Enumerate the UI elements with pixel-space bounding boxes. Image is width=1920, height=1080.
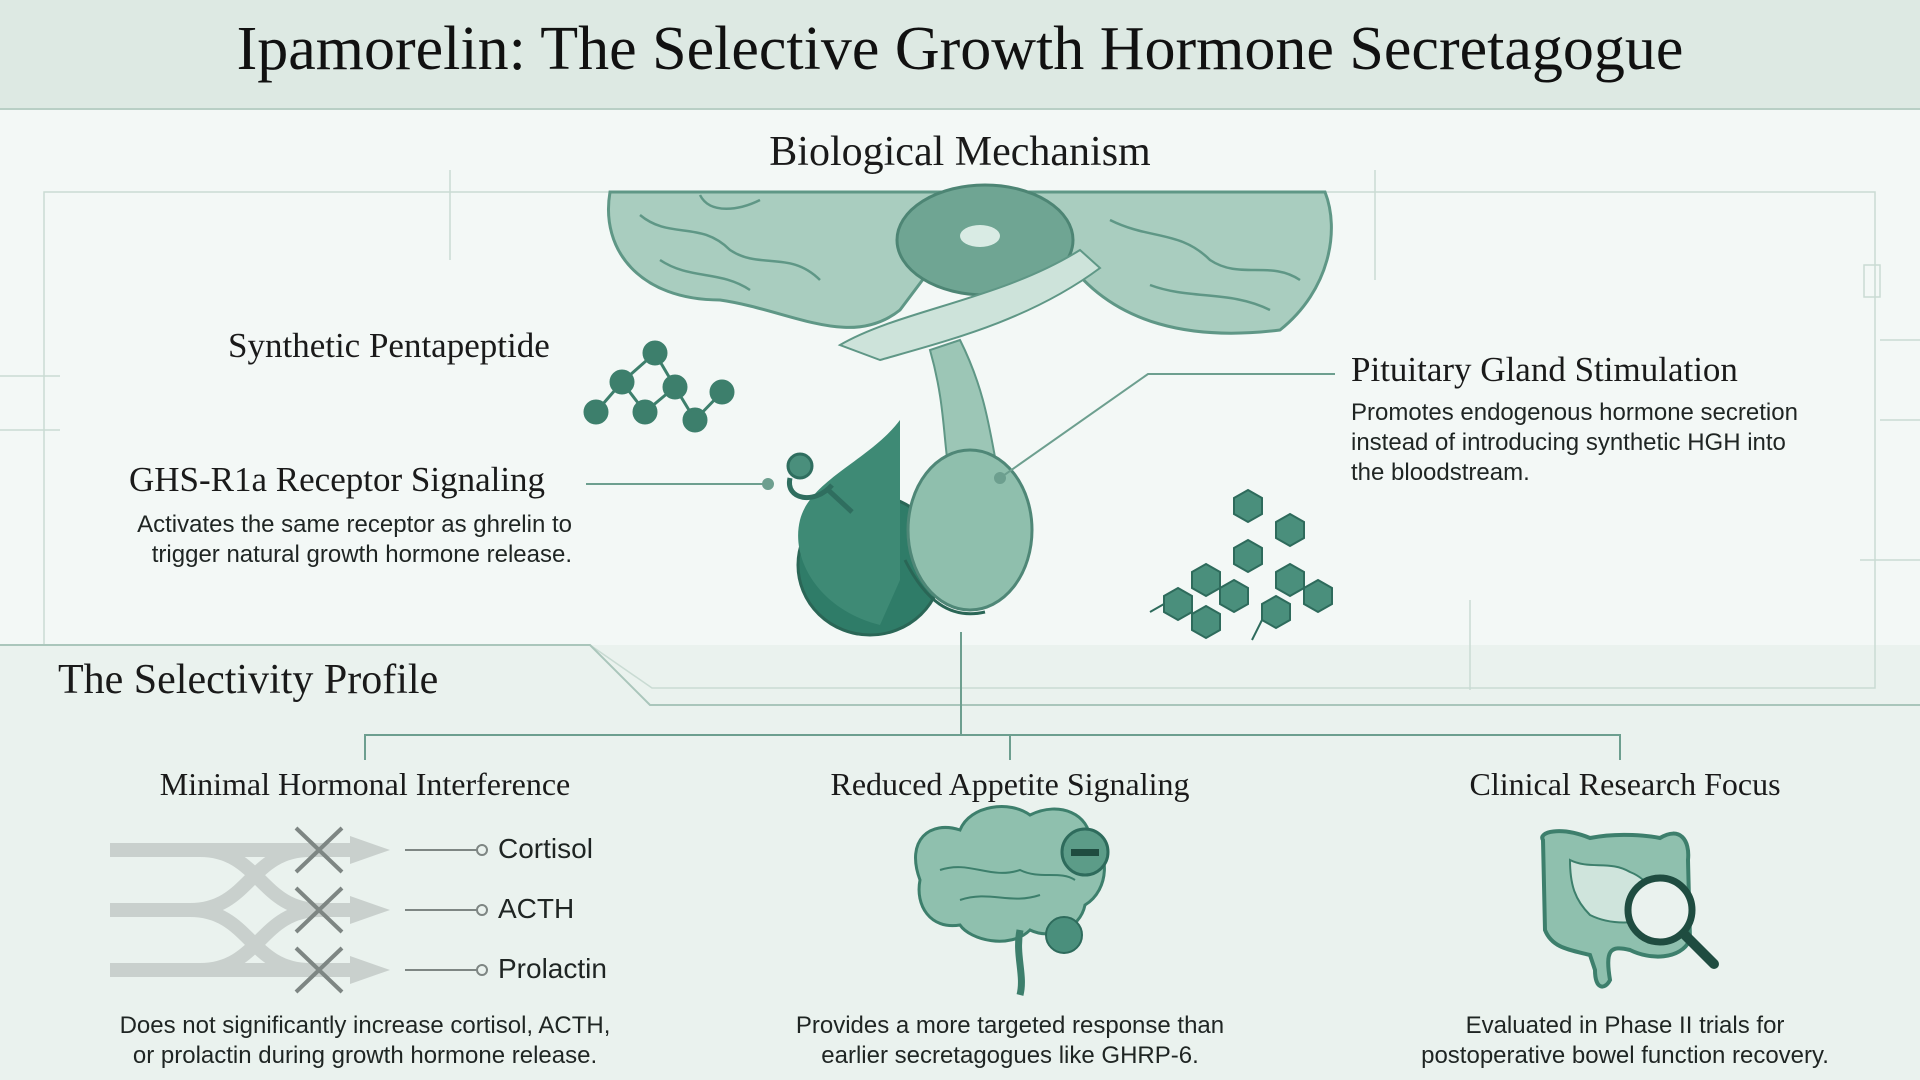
magnifier-icon bbox=[1624, 874, 1719, 969]
hormone-label-prolactin: Prolactin bbox=[498, 953, 607, 984]
card-title-clinical: Clinical Research Focus bbox=[1469, 766, 1781, 802]
card-text-hormonal-line2: or prolactin during growth hormone relea… bbox=[132, 1042, 598, 1069]
card-text-appetite-line1: Provides a more targeted response than bbox=[795, 1012, 1225, 1039]
receptor-icon bbox=[786, 452, 854, 514]
receptor-description: Activates the same receptor as ghrelin t… bbox=[100, 510, 572, 570]
card-text-appetite-line2: earlier secretagogues like GHRP-6. bbox=[821, 1042, 1199, 1069]
card-text-clinical-line2: postoperative bowel function recovery. bbox=[1421, 1042, 1829, 1069]
receptor-description-line2: trigger natural growth hormone release. bbox=[151, 541, 572, 568]
card-text-appetite: Provides a more targeted response than e… bbox=[660, 1011, 1360, 1071]
pentapeptide-label: Synthetic Pentapeptide bbox=[228, 326, 550, 365]
section-heading-mechanism: Biological Mechanism bbox=[769, 129, 1151, 175]
hormone-label-acth: ACTH bbox=[498, 893, 575, 924]
blocked-x-icons bbox=[294, 826, 344, 994]
card-title-hormonal: Minimal Hormonal Interference bbox=[159, 766, 571, 802]
title-banner: Ipamorelin: The Selective Growth Hormone… bbox=[0, 0, 1920, 110]
card-text-hormonal: Does not significantly increase cortisol… bbox=[0, 1011, 730, 1071]
hexagon-molecule-icon bbox=[1149, 488, 1333, 641]
receptor-title: GHS-R1a Receptor Signaling bbox=[129, 460, 546, 499]
page-title: Ipamorelin: The Selective Growth Hormone… bbox=[236, 15, 1684, 83]
brain-illustration bbox=[607, 183, 1333, 637]
molecule-icon bbox=[583, 340, 735, 433]
pituitary-description: Promotes endogenous hormone secretion in… bbox=[1351, 398, 1871, 488]
receptor-description-line1: Activates the same receptor as ghrelin t… bbox=[137, 511, 572, 538]
hormone-pathway-icon bbox=[110, 826, 488, 994]
pituitary-description-line1: Promotes endogenous hormone secretion bbox=[1351, 399, 1798, 426]
card-title-appetite: Reduced Appetite Signaling bbox=[830, 766, 1190, 802]
pituitary-description-line2: instead of introducing synthetic HGH int… bbox=[1351, 429, 1786, 456]
hormone-label-cortisol: Cortisol bbox=[498, 833, 593, 864]
card-text-clinical-line1: Evaluated in Phase II trials for bbox=[1465, 1012, 1785, 1039]
section-heading-selectivity: The Selectivity Profile bbox=[58, 657, 439, 703]
minus-icon bbox=[1060, 827, 1110, 877]
card-text-hormonal-line1: Does not significantly increase cortisol… bbox=[119, 1012, 611, 1039]
pituitary-description-line3: the bloodstream. bbox=[1351, 459, 1530, 486]
card-text-clinical: Evaluated in Phase II trials for postope… bbox=[1300, 1011, 1920, 1071]
pituitary-title: Pituitary Gland Stimulation bbox=[1351, 350, 1738, 389]
